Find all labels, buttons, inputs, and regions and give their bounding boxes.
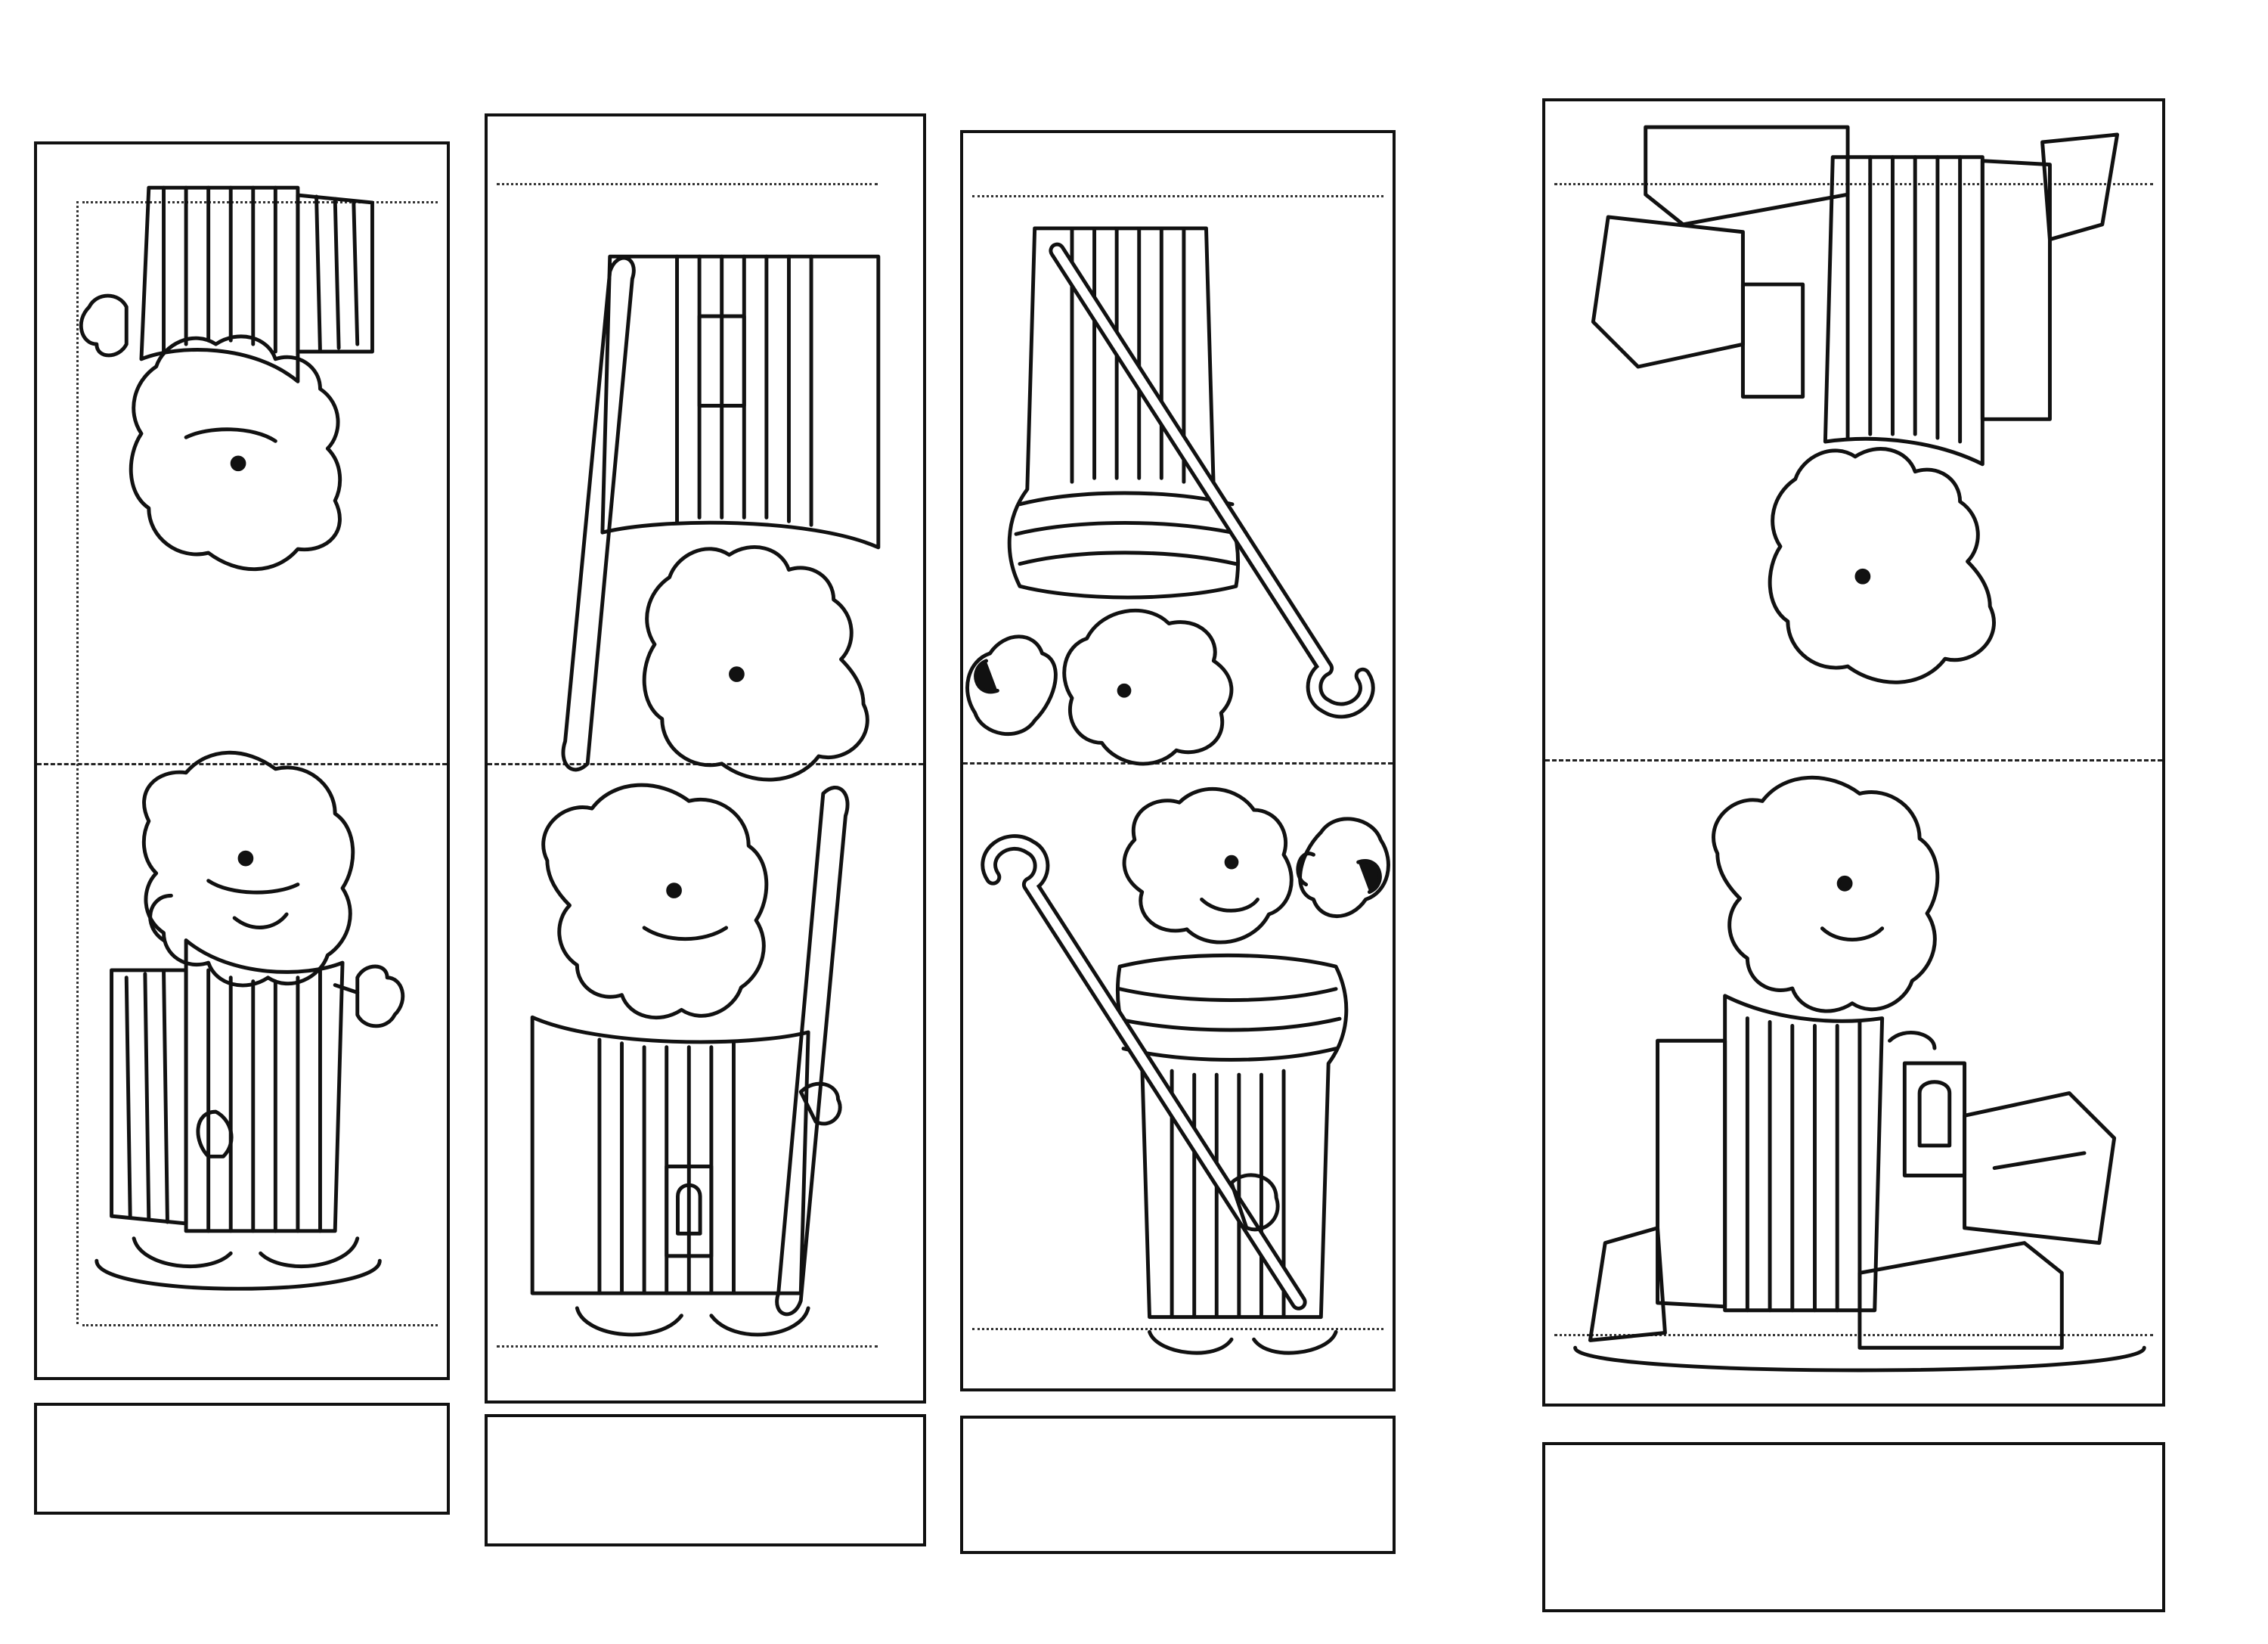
fold-line-bottom xyxy=(497,1345,878,1348)
figure-upside-down xyxy=(965,226,1375,766)
label-box-4[interactable] xyxy=(1542,1442,2165,1612)
cut-line-middle xyxy=(963,762,1393,765)
side-guide-left xyxy=(76,201,79,1324)
figure-upright xyxy=(1573,775,2146,1373)
man-with-lantern-illustration xyxy=(530,254,881,1337)
fold-line-bottom xyxy=(1554,1334,2153,1336)
figure-upright xyxy=(530,783,850,1337)
fold-line-top xyxy=(82,201,438,203)
bookmark-card-1 xyxy=(34,141,450,1380)
cut-line-middle xyxy=(1545,759,2162,762)
label-box-3[interactable] xyxy=(960,1416,1396,1554)
figure-upright xyxy=(981,786,1390,1355)
fold-line-top xyxy=(497,183,878,185)
fold-line-top xyxy=(1554,183,2153,185)
old-man-waving-illustration xyxy=(79,185,405,1291)
figure-upside-down xyxy=(1591,125,2120,684)
figure-upside-down xyxy=(79,185,374,572)
bookmark-card-3 xyxy=(960,130,1396,1391)
bookmark-card-4 xyxy=(1542,98,2165,1407)
fold-line-top xyxy=(972,195,1383,197)
figure-upright xyxy=(94,750,405,1291)
cut-line-middle xyxy=(37,763,447,765)
fold-line-bottom xyxy=(972,1328,1383,1330)
label-box-2[interactable] xyxy=(485,1414,926,1546)
man-with-lantern-at-rocks-illustration xyxy=(1573,125,2146,1373)
label-box-1[interactable] xyxy=(34,1403,450,1515)
shepherd-with-lamb-illustration xyxy=(965,226,1390,1355)
figure-upside-down xyxy=(561,254,881,782)
bookmark-card-2 xyxy=(485,113,926,1404)
fold-line-bottom xyxy=(82,1324,438,1326)
